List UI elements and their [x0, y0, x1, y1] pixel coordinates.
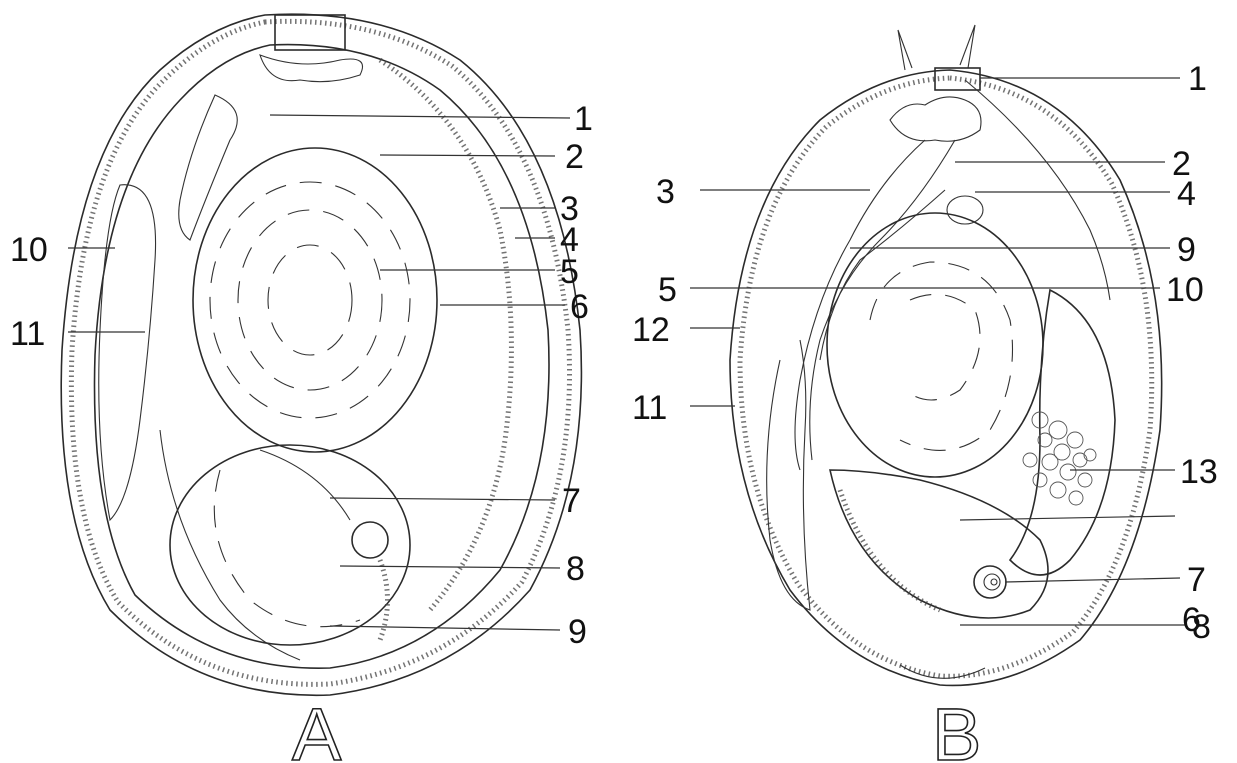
panel-a-suspensor	[179, 95, 238, 240]
panel-b-label: 8	[1192, 608, 1211, 646]
panel-b-leaders	[690, 78, 1185, 625]
panel-a-embryo-body	[193, 148, 437, 452]
panel-a-label: 9	[568, 613, 587, 651]
panel-b-letter: B	[932, 693, 981, 763]
panel-a-seed-coat-texture	[380, 60, 511, 610]
panel-a-label: 5	[560, 253, 579, 291]
panel-b-cellular-tissue	[1023, 412, 1096, 505]
panel-a-shell-texture	[71, 21, 569, 684]
panel-b-label: 12	[632, 311, 670, 349]
panel-b-label: 9	[1177, 231, 1196, 269]
panel-a-label: 8	[566, 550, 585, 588]
panel-b-lower-body	[830, 470, 1048, 618]
panel-a-radicle	[352, 522, 388, 558]
panel-b-label: 4	[1177, 175, 1196, 213]
panel-a-cavity	[99, 185, 156, 520]
panel-a-lower-body	[170, 445, 410, 645]
panel-b-label: 13	[1180, 453, 1218, 491]
panel-a-label: 7	[562, 482, 581, 520]
panel-b-label: 7	[1187, 561, 1206, 599]
panel-a-inner-shell	[95, 45, 550, 669]
panel-b-embryo-body	[827, 213, 1043, 477]
panel-a-drawing	[61, 14, 581, 695]
panel-a-label: 2	[565, 138, 584, 176]
panel-b-label: 10	[1166, 271, 1204, 309]
panel-b-label: 1	[1188, 60, 1207, 98]
panel-b-labels: 1 2 3 4 5 6 7 8 9 10 11 12 13 B	[632, 60, 1218, 763]
panel-b-endosperm-lobe	[1010, 290, 1115, 575]
panel-a-label: 6	[570, 288, 589, 326]
panel-b-drawing	[730, 25, 1162, 685]
panel-b-label: 5	[658, 271, 677, 309]
panel-b-shell-texture	[740, 78, 1152, 676]
panel-b-label: 11	[632, 389, 667, 427]
panel-a-letter: A	[292, 693, 342, 763]
panel-b-radicle	[974, 566, 1006, 598]
panel-a-label: 10	[10, 231, 48, 269]
panel-b-label: 3	[656, 173, 675, 211]
panel-a-outer-shell	[61, 14, 581, 695]
panel-a-label: 11	[10, 315, 45, 353]
panel-a-label: 1	[574, 100, 593, 138]
